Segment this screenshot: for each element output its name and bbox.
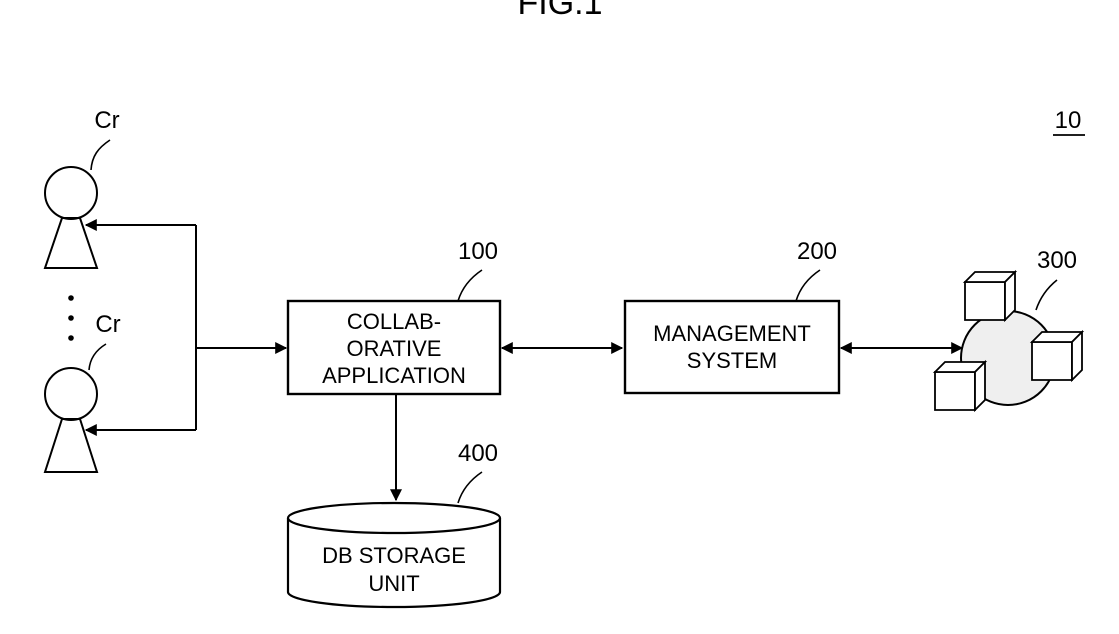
user-bottom: Cr — [45, 311, 121, 472]
user-bottom-label: Cr — [95, 311, 120, 338]
collab-app-ref: 100 — [458, 238, 498, 265]
collab-app-block: 100 COLLAB- ORATIVE APPLICATION — [288, 238, 500, 394]
management-box — [625, 301, 839, 393]
network-node-cube-icon — [935, 362, 985, 410]
network-node-cube-icon — [965, 272, 1015, 320]
collab-app-leader — [458, 270, 482, 301]
user-bottom-body — [45, 419, 97, 472]
storage-label-2: UNIT — [368, 571, 419, 596]
figure-title: FIG.1 — [517, 0, 602, 22]
network-leader — [1036, 280, 1057, 310]
user-top-leader — [91, 140, 110, 170]
management-leader — [796, 270, 820, 301]
collab-app-label-2: ORATIVE — [347, 336, 442, 361]
user-top: Cr — [45, 107, 120, 268]
storage-ref: 400 — [458, 440, 498, 467]
collab-app-label-1: COLLAB- — [347, 309, 441, 334]
users-ellipsis — [68, 295, 74, 341]
network-block: 300 — [935, 247, 1082, 410]
management-ref: 200 — [797, 238, 837, 265]
management-label-2: SYSTEM — [687, 348, 777, 373]
collab-app-label-3: APPLICATION — [322, 363, 466, 388]
user-top-head — [45, 167, 97, 219]
management-block: 200 MANAGEMENT SYSTEM — [625, 238, 839, 393]
network-node-cube-icon — [1032, 332, 1082, 380]
system-ref-numeral: 10 — [1055, 107, 1082, 134]
storage-cylinder-top — [288, 503, 500, 533]
user-bottom-head — [45, 368, 97, 420]
management-label-1: MANAGEMENT — [653, 321, 811, 346]
user-top-label: Cr — [94, 107, 119, 134]
storage-label-1: DB STORAGE — [322, 543, 466, 568]
network-ref: 300 — [1037, 247, 1077, 274]
storage-leader — [458, 472, 482, 503]
storage-block: 400 DB STORAGE UNIT — [288, 440, 500, 607]
user-bottom-leader — [89, 344, 106, 370]
